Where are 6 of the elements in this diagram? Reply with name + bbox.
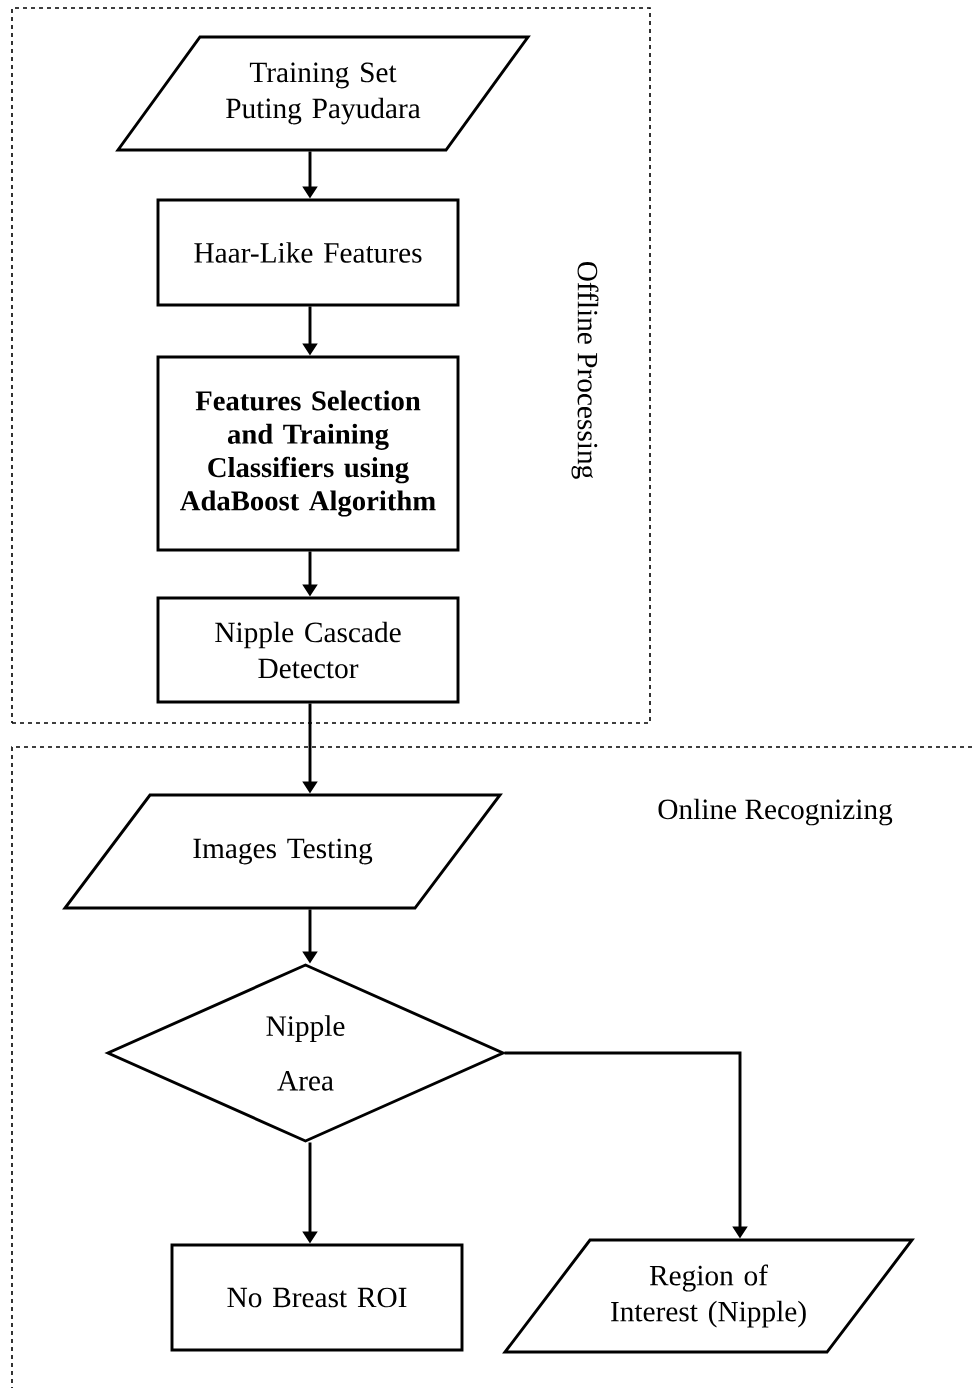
frame-label: Online Recognizing — [658, 798, 893, 826]
process-box: Haar-Like Features — [156, 198, 460, 307]
process-box: Nipple Cascade Detector — [156, 596, 460, 704]
process-box: No Breast ROI — [170, 1243, 464, 1352]
process-box: Features Selection and Training Classifiers using AdaBoost Algorithm — [156, 355, 460, 552]
frame-label: Offline Processing — [571, 261, 599, 479]
